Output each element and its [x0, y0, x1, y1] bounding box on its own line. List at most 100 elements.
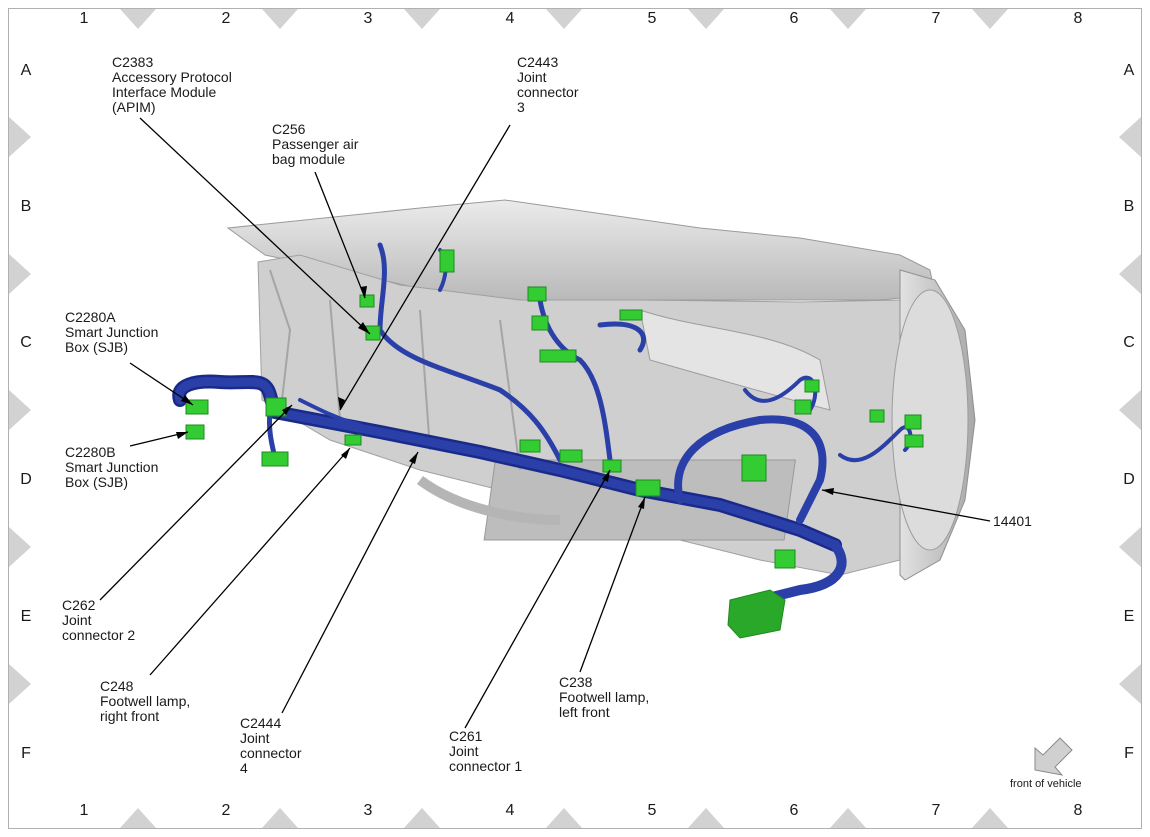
col-label-7-bottom: 7 — [931, 802, 941, 819]
grid-marker — [830, 9, 866, 29]
grid-marker — [688, 9, 724, 29]
callout-c2280b: C2280B Smart Junction Box (SJB) — [65, 444, 159, 490]
grid-marker — [9, 254, 31, 294]
col-label-5-bottom: 5 — [647, 802, 657, 819]
grid-marker — [546, 9, 582, 29]
connector-c256 — [359, 294, 375, 308]
col-label-2-top: 2 — [221, 10, 231, 27]
col-label-5-top: 5 — [647, 10, 657, 27]
grid-marker — [9, 527, 31, 567]
leader-c238 — [579, 496, 646, 673]
connector-c238 — [635, 479, 661, 497]
connector-c2280b — [185, 424, 205, 440]
leader-14401 — [821, 489, 991, 522]
grid-marker — [972, 808, 1008, 828]
connector-misc — [519, 439, 541, 453]
connector-misc — [527, 286, 547, 302]
connector-misc — [904, 414, 922, 430]
callout-14401: 14401 — [993, 513, 1032, 529]
grid-marker — [404, 9, 440, 29]
grid-marker — [262, 9, 298, 29]
grid-marker — [688, 808, 724, 828]
col-label-1-bottom: 1 — [79, 802, 89, 819]
grid-marker — [972, 9, 1008, 29]
callout-c2443: C2443 Joint connector 3 — [517, 54, 579, 115]
diagram-frame — [8, 8, 1142, 829]
grid-marker — [830, 808, 866, 828]
connector-footwell-large — [727, 589, 786, 639]
row-label-c-right: C — [1123, 334, 1135, 351]
connector-c248 — [344, 434, 362, 446]
grid-marker — [9, 664, 31, 704]
connector-c261 — [602, 459, 622, 473]
grid-marker — [1119, 664, 1141, 704]
connector-c2443 — [439, 249, 455, 273]
row-label-d-right: D — [1123, 471, 1135, 488]
leader-c2443 — [339, 124, 511, 411]
grid-marker — [1119, 254, 1141, 294]
grid-marker — [1119, 390, 1141, 430]
grid-marker — [404, 808, 440, 828]
col-label-3-top: 3 — [363, 10, 373, 27]
col-label-7-top: 7 — [931, 10, 941, 27]
leader-c248 — [149, 447, 351, 676]
leader-c2280a — [129, 362, 194, 406]
grid-marker — [120, 808, 156, 828]
callout-c2383: C2383 Accessory Protocol Interface Modul… — [112, 54, 232, 115]
row-label-d-left: D — [20, 471, 32, 488]
connector-c2383 — [365, 325, 381, 341]
callout-c238: C238 Footwell lamp, left front — [559, 674, 650, 720]
col-label-2-bottom: 2 — [221, 802, 231, 819]
connector-misc — [741, 454, 767, 482]
col-label-8-bottom: 8 — [1073, 802, 1083, 819]
front-of-vehicle-label: front of vehicle — [1010, 778, 1082, 790]
grid-marker — [120, 9, 156, 29]
leader-c2383 — [139, 117, 371, 335]
connectors — [185, 249, 924, 639]
callout-c248: C248 Footwell lamp, right front — [100, 678, 191, 724]
grid-marker — [9, 390, 31, 430]
dashboard-body — [226, 199, 976, 581]
leader-arrowheads — [176, 286, 834, 509]
grid-marker — [546, 808, 582, 828]
connector-misc — [619, 309, 643, 321]
leader-c256 — [314, 171, 366, 299]
callout-c2280a: C2280A Smart Junction Box (SJB) — [65, 309, 159, 355]
leader-c262 — [99, 404, 293, 601]
col-label-6-bottom: 6 — [789, 802, 799, 819]
connector-misc — [774, 549, 796, 569]
leader-c261 — [464, 469, 611, 729]
callout-c2444: C2444 Joint connector 4 — [240, 715, 302, 776]
front-of-vehicle-arrow-icon — [1034, 737, 1073, 776]
col-label-4-bottom: 4 — [505, 802, 515, 819]
leader-c2444 — [281, 451, 419, 714]
leader-lines — [99, 117, 991, 729]
connector-misc — [794, 399, 812, 415]
connector-misc — [904, 434, 924, 448]
col-label-8-top: 8 — [1073, 10, 1083, 27]
connector-misc — [539, 349, 577, 363]
col-label-3-bottom: 3 — [363, 802, 373, 819]
callout-c261: C261 Joint connector 1 — [449, 728, 523, 774]
connector-misc — [804, 379, 820, 393]
connector-misc — [559, 449, 583, 463]
connector-misc — [869, 409, 885, 423]
col-label-1-top: 1 — [79, 10, 89, 27]
connector-c262-pigtail — [261, 451, 289, 467]
grid-marker — [1119, 527, 1141, 567]
row-label-b-left: B — [20, 198, 32, 215]
callout-c262: C262 Joint connector 2 — [62, 597, 136, 643]
row-label-c-left: C — [20, 334, 32, 351]
row-label-a-right: A — [1123, 62, 1135, 79]
grid-marker — [9, 117, 31, 157]
row-label-a-left: A — [20, 62, 32, 79]
row-label-f-right: F — [1124, 745, 1134, 762]
row-label-f-left: F — [21, 745, 31, 762]
row-label-e-left: E — [20, 608, 32, 625]
callout-c256: C256 Passenger air bag module — [272, 121, 359, 167]
col-label-4-top: 4 — [505, 10, 515, 27]
connector-misc — [531, 315, 549, 331]
grid-marker — [262, 808, 298, 828]
grid-marker — [1119, 117, 1141, 157]
row-label-e-right: E — [1123, 608, 1135, 625]
